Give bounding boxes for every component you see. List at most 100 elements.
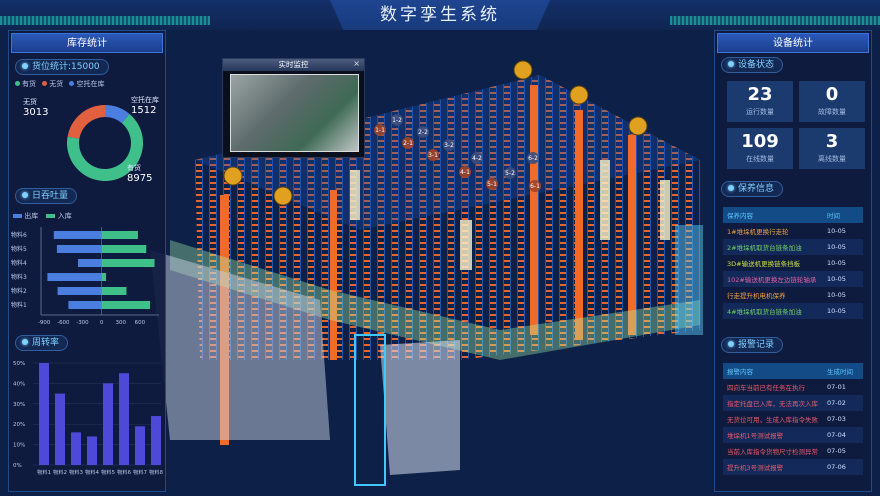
rack-label[interactable]: 3-2: [443, 139, 455, 151]
section-turnover: 周转率: [15, 335, 69, 351]
bar: [101, 231, 138, 239]
rack-label[interactable]: 2-1: [402, 137, 414, 149]
category-label: 物料4: [85, 468, 100, 476]
tick-label: -900: [38, 320, 51, 326]
section-maintenance: 保养信息: [721, 181, 784, 197]
bullet-icon: [22, 192, 28, 198]
tick-label: 300: [115, 320, 126, 326]
status-label: 运行数量: [746, 108, 774, 116]
tick-label: 40%: [13, 381, 25, 387]
category-label: 物料2: [11, 287, 27, 295]
pie-slice: [105, 105, 130, 124]
tick-label: 30%: [13, 402, 25, 408]
rack-label[interactable]: 3-1: [427, 149, 439, 161]
svg-text:2-1: 2-1: [403, 140, 413, 147]
rack-label[interactable]: 6-2: [527, 152, 539, 164]
tick-label: 0%: [13, 463, 22, 469]
bullet-icon: [728, 341, 734, 347]
bar: [151, 416, 161, 465]
status-value: 0: [825, 84, 839, 105]
row-time: 10-05: [827, 291, 846, 299]
category-label: 物料8: [149, 468, 164, 476]
row-time: 10-05: [823, 239, 863, 255]
pie-slice: [66, 114, 143, 181]
bar: [57, 287, 102, 295]
status-value: 109: [741, 131, 779, 152]
tick-label: 50%: [13, 361, 25, 367]
row-content: 行走提升机电机保养: [727, 292, 786, 300]
tick-label: 20%: [13, 422, 25, 428]
section-storage: 货位统计:15000: [15, 59, 109, 75]
svg-text:5-2: 5-2: [505, 170, 515, 177]
tick-label: 0: [100, 320, 104, 326]
row-content: 4#堆垛机取货台链条加油: [723, 303, 823, 319]
bullet-icon: [22, 339, 28, 345]
bar: [68, 301, 102, 309]
rack-label[interactable]: 1-2: [391, 114, 403, 126]
rack-label[interactable]: 6-1: [529, 180, 541, 192]
throughput-legend: 出库 入库: [13, 211, 72, 221]
category-label: 物料2: [53, 468, 67, 476]
bullet-icon: [728, 185, 734, 191]
decor-stripe: [0, 16, 210, 25]
close-icon[interactable]: ×: [353, 59, 360, 68]
category-label: 物料7: [133, 468, 147, 476]
section-alarms: 报警记录: [721, 337, 784, 353]
live-monitor-popup[interactable]: 实时监控 ×: [222, 58, 365, 158]
bar: [119, 373, 129, 465]
bar: [39, 363, 49, 465]
category-label: 物料1: [37, 468, 51, 476]
bar: [101, 301, 151, 309]
rack-label[interactable]: 4-2: [471, 152, 483, 164]
bar: [77, 259, 102, 267]
table-row[interactable]: 行走提升机电机保养 10-05: [723, 287, 863, 303]
rack-label[interactable]: 5-2: [504, 167, 516, 179]
row-time: 10-05: [823, 303, 863, 319]
row-content: 四向车当前已有任务在执行: [727, 384, 805, 392]
row-time: 10-05: [827, 259, 846, 267]
row-content: 2#堆垛机取货台链条加油: [723, 239, 823, 255]
status-value: 3: [825, 131, 839, 152]
tick-label: 10%: [13, 443, 25, 449]
status-label: 故障数量: [818, 108, 846, 116]
svg-text:5-1: 5-1: [487, 181, 497, 188]
bullet-icon: [728, 61, 734, 67]
decor-stripe: [670, 16, 880, 25]
row-time: 07-03: [827, 415, 846, 423]
panel-title: 设备统计: [717, 33, 869, 53]
table-row[interactable]: 无货位可用，生成入库指令失败 07-03: [723, 411, 863, 427]
monitor-title: 实时监控: [223, 59, 364, 71]
row-time: 07-05: [827, 447, 846, 455]
bar: [56, 245, 102, 253]
row-content: 无货位可用，生成入库指令失败: [727, 416, 818, 424]
camera-feed[interactable]: [230, 74, 359, 152]
category-label: 物料4: [11, 259, 27, 267]
row-content: 指定托盘已入库，无法再次入库: [723, 395, 823, 411]
tick-label: -300: [76, 320, 89, 326]
rack-label[interactable]: 2-2: [417, 126, 429, 138]
rack-label[interactable]: 4-1: [459, 166, 471, 178]
bar: [71, 432, 81, 465]
rack-label[interactable]: 1-1: [374, 124, 386, 136]
tick-label: 600: [135, 320, 146, 326]
category-label: 物料5: [101, 468, 115, 476]
rack-label[interactable]: 5-1: [486, 178, 498, 190]
category-label: 物料5: [11, 245, 27, 253]
